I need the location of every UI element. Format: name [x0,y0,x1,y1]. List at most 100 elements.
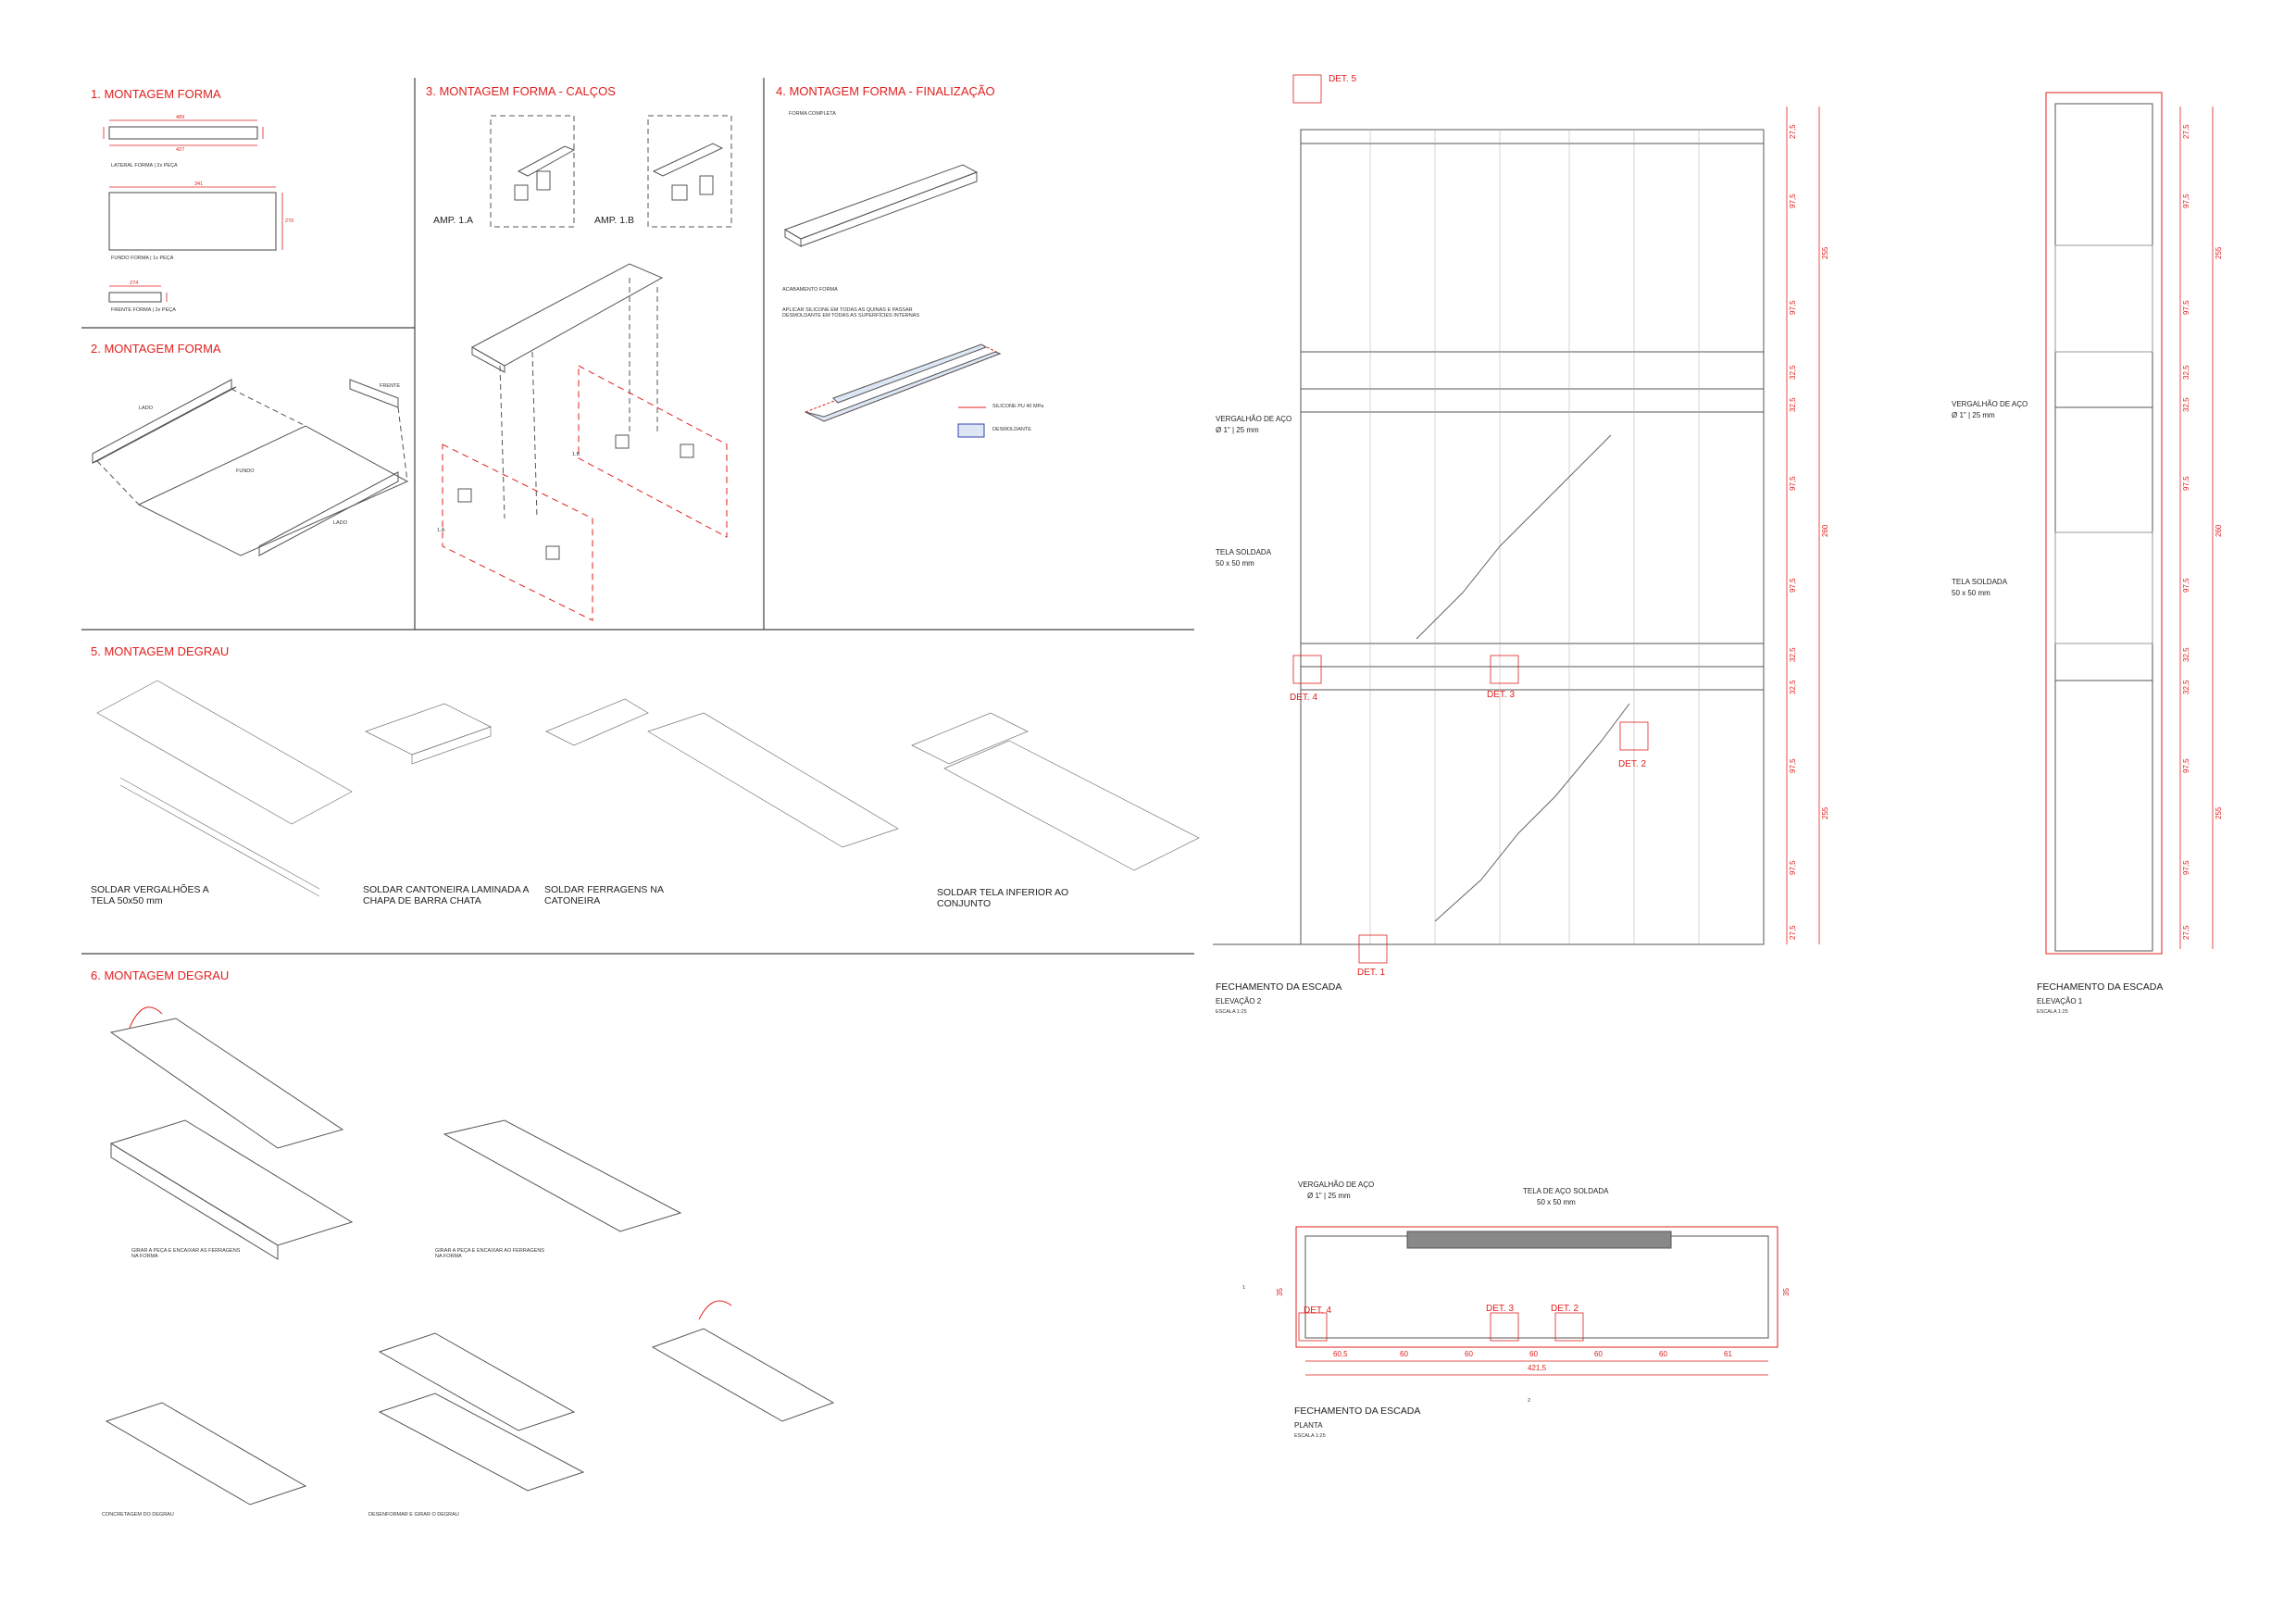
elev2-dim: 27,5 [1789,124,1797,139]
elev1-dim: 32,5 [2182,397,2190,412]
elev2-dim: 97,5 [1789,860,1797,875]
elev2-dim: 97,5 [1789,578,1797,593]
elev2-dim: 27,5 [1789,925,1797,940]
elev1-dim: 32,5 [2182,680,2190,694]
plan-marker-2: 2 [1528,1398,1531,1404]
plan-total: 421,5 [1528,1364,1547,1372]
elev2-det1: DET. 1 [1357,968,1386,978]
s5-caption-1: SOLDAR VERGALHÕES A TELA 50x50 mm [91,884,209,907]
elev2-dim: 97,5 [1789,758,1797,773]
s3-amp1a: AMP. 1.A [433,215,473,226]
s5-meshes [96,680,1200,897]
elev2-dim-total: 255 [1821,246,1829,259]
section-6-title: 6. MONTAGEM DEGRAU [91,968,230,982]
s1-dim: 274 [130,281,139,286]
s4-legend-silicone: SILICONE PU 40 MPa [992,404,1044,409]
s6-caption-4: DESENFORMAR E GIRAR O DEGRAU [368,1512,459,1518]
s1-label-fundo: FUNDO FORMA | 1x PEÇA [111,256,174,261]
section-3-title: 3. MONTAGEM FORMA - CALÇOS [426,84,616,98]
s4-drawings [783,164,1002,438]
s1-label-lateral: LATERAL FORMA | 2x PEÇA [111,163,178,169]
elev2-dim: 32,5 [1789,365,1797,380]
s5-caption-3: SOLDAR FERRAGENS NA CATONEIRA [544,884,664,907]
elev1-dim: 97,5 [2182,476,2190,491]
elev2-dim-total: 260 [1821,524,1829,537]
section-1-title: 1. MONTAGEM FORMA [91,87,221,101]
elev2-det4: DET. 4 [1290,693,1318,703]
elev1-tela: TELA SOLDADA [1952,578,2008,586]
s1-dim: 489 [176,115,185,120]
plan-drawing [1295,1226,1778,1376]
plan-dim: 60 [1400,1350,1408,1358]
s2-label-frente: FRENTE [380,383,400,389]
elev1-dim-total: 260 [2215,524,2223,537]
plan-marker-1: 1 [1242,1285,1246,1291]
plan-dim: 60,5 [1333,1350,1348,1358]
plan-det3: DET. 3 [1486,1304,1515,1314]
elev1-vergalhao-spec: Ø 1" | 25 mm [1952,411,1995,419]
s2-form-exploded [92,379,409,556]
elev1-tela-spec: 50 x 50 mm [1952,589,1990,597]
plan-scale: ESCALA 1:25 [1294,1433,1326,1439]
plan-vergalhao: VERGALHÃO DE AÇO [1298,1181,1375,1189]
s5-caption-4: SOLDAR TELA INFERIOR AO CONJUNTO [937,887,1069,910]
elev1-dim-total: 255 [2215,246,2223,259]
plan-title: FECHAMENTO DA ESCADA [1294,1405,1421,1417]
s4-legend-desmoldante: DESMOLDANTE [992,427,1031,432]
elev1-scale: ESCALA 1:25 [2037,1009,2068,1015]
plan-vergalhao-spec: Ø 1" | 25 mm [1307,1192,1351,1200]
elev2-det5: DET. 5 [1329,74,1357,84]
elev1-dim: 97,5 [2182,578,2190,593]
plan-tela: TELA DE AÇO SOLDADA [1523,1187,1609,1195]
elev2-dim: 97,5 [1789,300,1797,315]
elev2-dim-total: 255 [1821,806,1829,819]
elev2-det2: DET. 2 [1618,759,1647,769]
s6-drawings [105,1006,835,1505]
elev2-dim: 32,5 [1789,647,1797,662]
plan-dim: 60 [1529,1350,1538,1358]
plan-dim: 60 [1594,1350,1603,1358]
s3-tag-1a: 1.A [437,528,445,533]
elev1-dim: 97,5 [2182,860,2190,875]
s1-dim: 270 [285,219,294,224]
plan-det2: DET. 2 [1551,1304,1579,1314]
s3-drawings [442,115,732,621]
s3-tag-1b: 1.B [572,452,580,457]
elev1-title: FECHAMENTO DA ESCADA [2037,981,2164,993]
elev1-dim: 97,5 [2182,300,2190,315]
plan-dim: 61 [1724,1350,1732,1358]
section-2-title: 2. MONTAGEM FORMA [91,342,221,356]
elev2-vergalhao: VERGALHÃO DE AÇO [1216,415,1292,423]
section-5-title: 5. MONTAGEM DEGRAU [91,644,230,658]
elev2-vergalhao-spec: Ø 1" | 25 mm [1216,426,1259,434]
s6-caption-3: CONCRETAGEM DO DEGRAU [102,1512,174,1518]
s2-label-lado: LADO [333,520,347,526]
elev2-sub: ELEVAÇÃO 2 [1216,997,1262,1006]
plan-side-dim: 35 [1276,1288,1284,1296]
elev2-dim: 97,5 [1789,194,1797,208]
section-4-title: 4. MONTAGEM FORMA - FINALIZAÇÃO [776,84,995,98]
plan-side-dim-r: 35 [1782,1288,1791,1296]
elev2-tela: TELA SOLDADA [1216,548,1272,556]
elev2-det3: DET. 3 [1487,690,1516,700]
s1-drawings [103,119,283,303]
elev2-dim: 97,5 [1789,476,1797,491]
elev1-dim: 32,5 [2182,647,2190,662]
elev1-dim-line [2179,106,2214,949]
elev1-drawing [2045,92,2163,955]
elev2-tela-spec: 50 x 50 mm [1216,559,1254,568]
plan-dim: 60 [1465,1350,1473,1358]
elev2-dim-line [1292,74,1820,964]
elev2-title: FECHAMENTO DA ESCADA [1216,981,1342,993]
s3-amp1b: AMP. 1.B [594,215,634,226]
plan-dim: 60 [1659,1350,1667,1358]
elev1-dim: 27,5 [2182,925,2190,940]
s6-caption-2: GIRAR A PEÇA E ENCAIXAR AO FERRAGENS NA … [435,1248,544,1260]
s2-label-lado: LADO [139,406,153,411]
s1-dim: 427 [176,147,185,153]
elev1-dim: 32,5 [2182,365,2190,380]
elev2-dim: 32,5 [1789,680,1797,694]
s4-note: APLICAR SILICONE EM TODAS AS QUINAS E PA… [782,307,920,319]
s5-caption-2: SOLDAR CANTONEIRA LAMINADA A CHAPA DE BA… [363,884,529,907]
